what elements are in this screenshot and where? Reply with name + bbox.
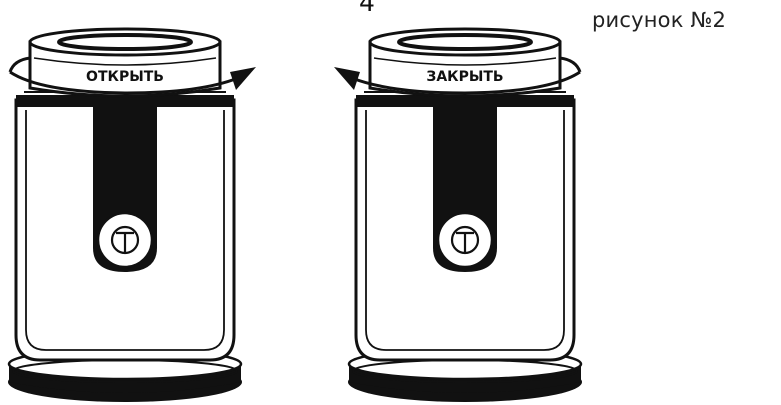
collar-band <box>356 95 574 107</box>
rotate-counterclockwise-arrow-icon <box>334 56 582 95</box>
grinder-close: ЗАКРЫТЬ <box>334 27 583 402</box>
figure-caption: рисунок №2 <box>592 8 727 32</box>
power-button-icon <box>436 211 494 269</box>
rotate-clockwise-arrow-icon <box>8 56 256 95</box>
power-button-icon <box>96 211 154 269</box>
open-label: ОТКРЫТЬ <box>86 69 164 85</box>
close-label: ЗАКРЫТЬ <box>426 69 503 85</box>
lid <box>368 27 562 98</box>
figure-number-fragment: 4 <box>359 0 375 17</box>
collar-band <box>16 95 234 107</box>
grinder-open: ОТКРЫТЬ <box>7 27 256 402</box>
lid <box>28 27 222 98</box>
